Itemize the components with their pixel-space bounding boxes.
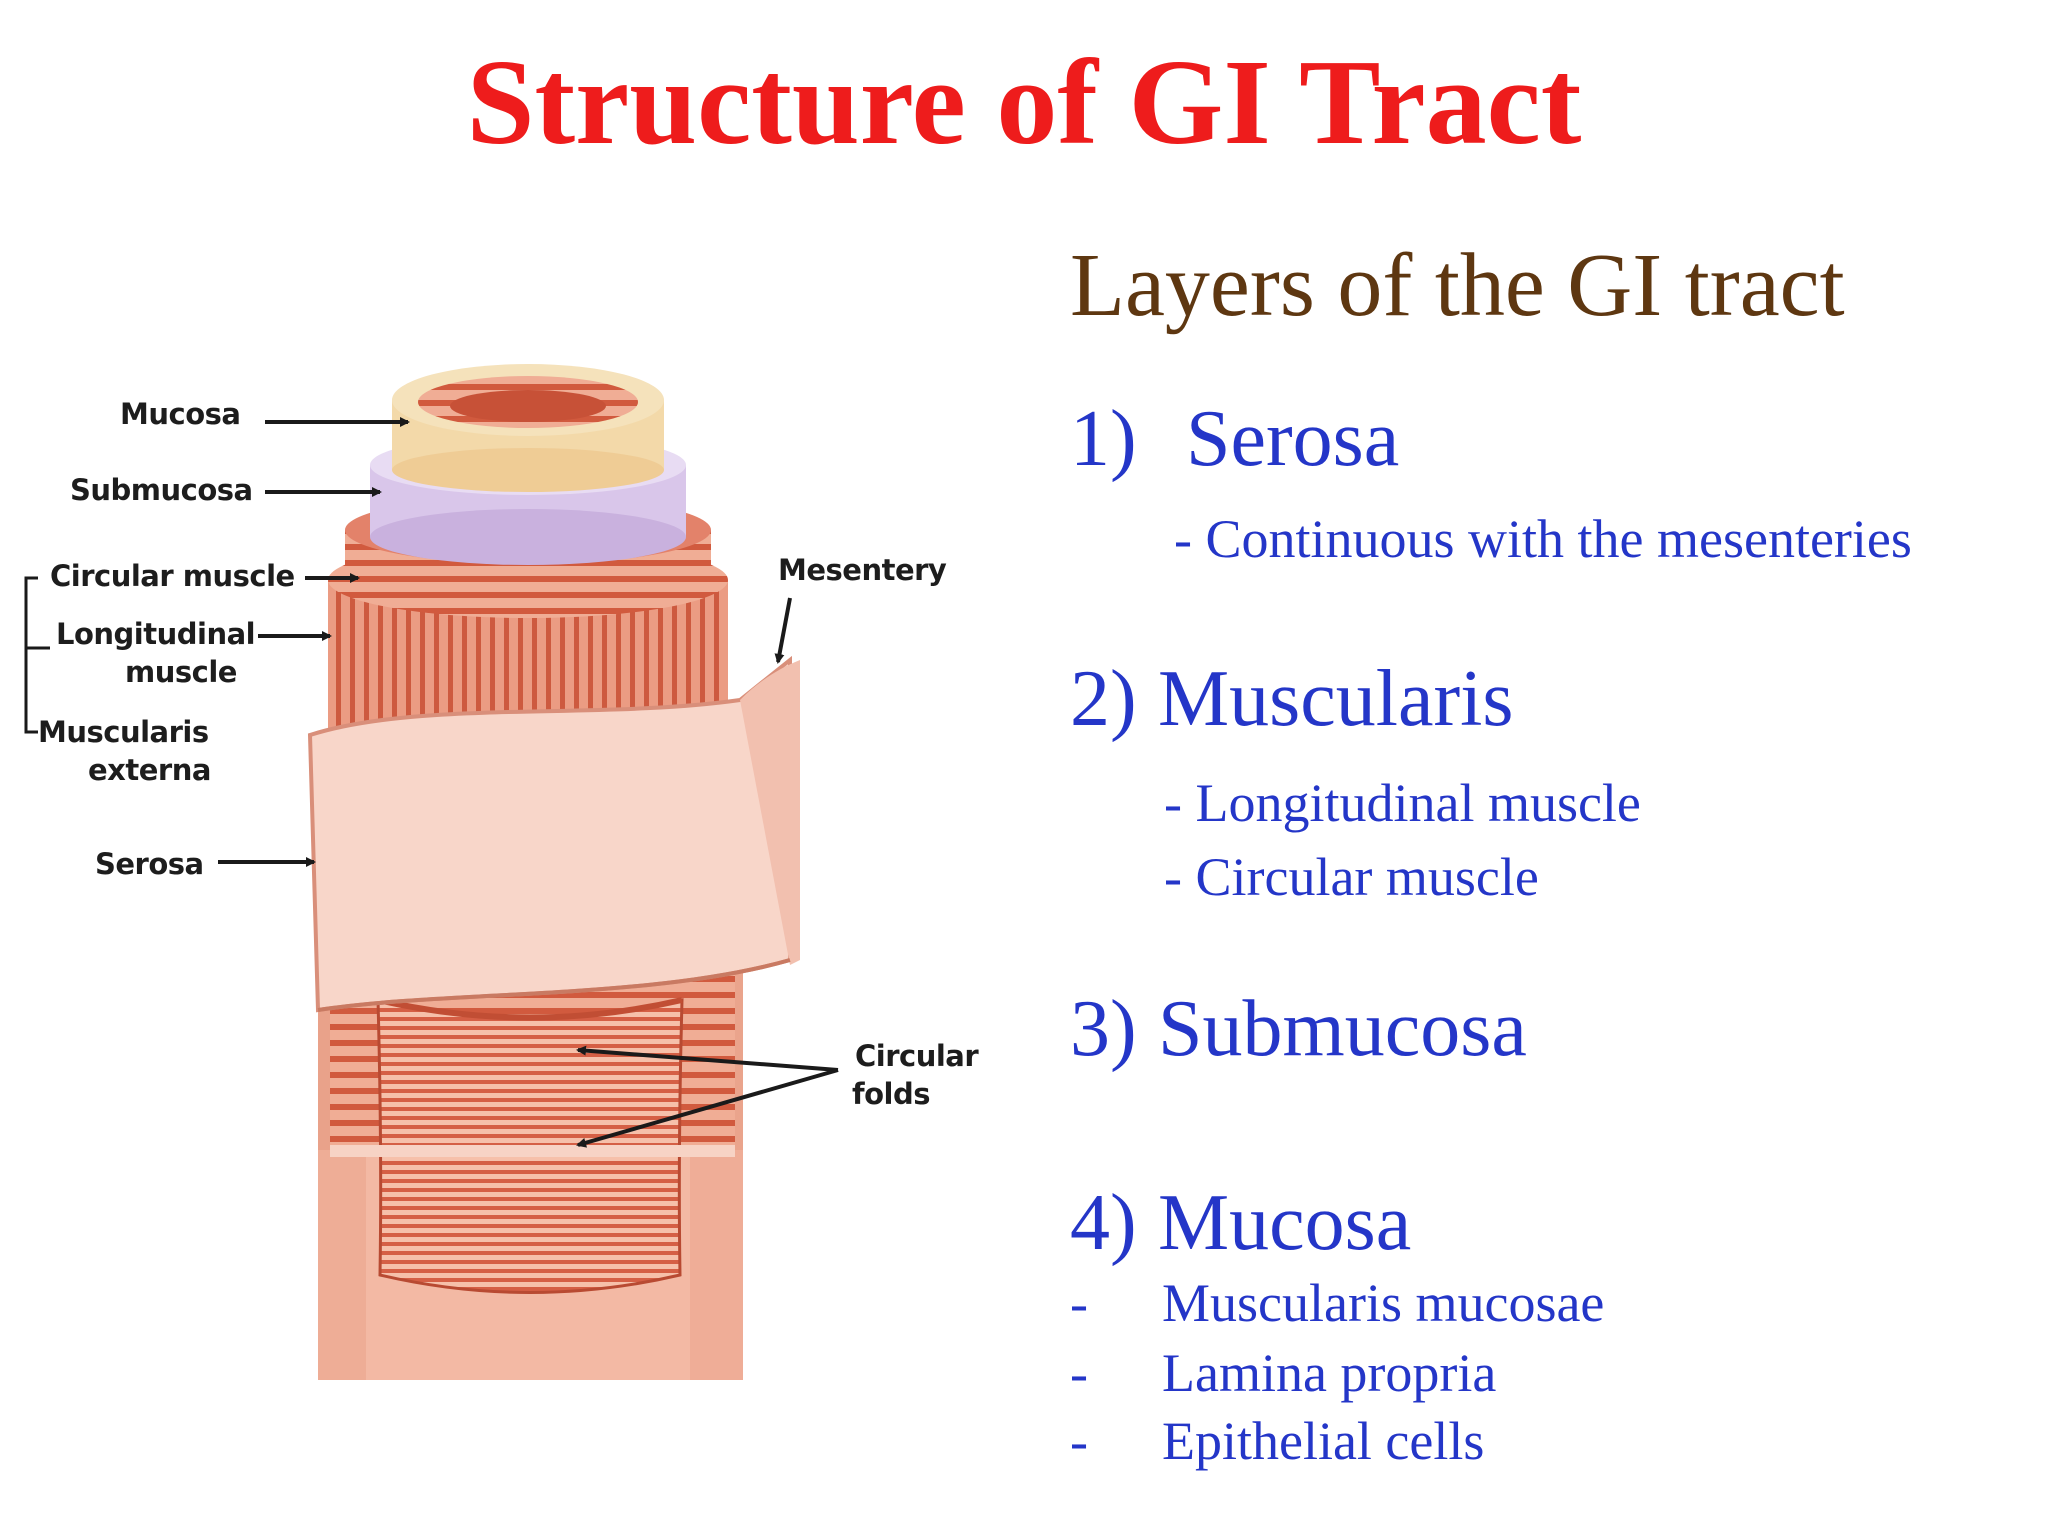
label-circular-folds-2: folds bbox=[852, 1077, 930, 1111]
slide-title: Structure of GI Tract bbox=[466, 35, 1582, 170]
muscularis-bracket bbox=[24, 576, 50, 734]
bullet-dash: - bbox=[1070, 1411, 1088, 1471]
layer-muscularis-number: 2) bbox=[1070, 655, 1137, 743]
serosa-wrap bbox=[307, 655, 800, 1013]
mucosa-item-label: Lamina propria bbox=[1162, 1343, 1497, 1403]
gi-tract-diagram: Mucosa Submucosa Circular muscle Longitu… bbox=[24, 364, 980, 1380]
layer-serosa-name: Serosa bbox=[1186, 395, 1400, 483]
layer-muscularis-name: Muscularis bbox=[1158, 655, 1514, 743]
layer-mucosa-number: 4) bbox=[1070, 1179, 1137, 1267]
layer-muscularis-detail-2: - Circular muscle bbox=[1164, 847, 1539, 907]
label-mesentery: Mesentery bbox=[778, 553, 947, 587]
layer-muscularis-detail-1: - Longitudinal muscle bbox=[1164, 773, 1641, 833]
label-circular-muscle: Circular muscle bbox=[50, 559, 295, 593]
label-muscularis-externa-2: externa bbox=[88, 753, 211, 787]
layers-panel: Layers of the GI tract 1) Serosa - Conti… bbox=[1070, 0, 2030, 1536]
label-muscularis-externa-1: Muscularis bbox=[38, 715, 209, 749]
label-mucosa: Mucosa bbox=[120, 397, 240, 431]
label-submucosa: Submucosa bbox=[70, 473, 253, 507]
layer-serosa-number: 1) bbox=[1070, 395, 1137, 483]
mucosa-item-2: - Lamina propria bbox=[1070, 1342, 2030, 1422]
mucosa-item-1: - Muscularis mucosae bbox=[1070, 1272, 2030, 1352]
layer-submucosa-name: Submucosa bbox=[1158, 985, 1527, 1073]
bullet-dash: - bbox=[1070, 1343, 1088, 1403]
layer-mucosa-name: Mucosa bbox=[1158, 1179, 1412, 1267]
mucosa-item-3: - Epithelial cells bbox=[1070, 1410, 2030, 1490]
mucosa-item-label: Muscularis mucosae bbox=[1162, 1273, 1605, 1333]
mucosa-layer bbox=[392, 364, 664, 492]
label-longitudinal-muscle-1: Longitudinal bbox=[56, 617, 255, 651]
label-longitudinal-muscle-2: muscle bbox=[125, 655, 237, 689]
label-serosa: Serosa bbox=[95, 847, 204, 881]
panel-heading: Layers of the GI tract bbox=[1070, 236, 1845, 335]
mucosa-item-label: Epithelial cells bbox=[1162, 1411, 1485, 1471]
diagram-labels: Mucosa Submucosa Circular muscle Longitu… bbox=[38, 397, 980, 1111]
bullet-dash: - bbox=[1070, 1273, 1088, 1333]
layer-submucosa-number: 3) bbox=[1070, 985, 1137, 1073]
layer-serosa-detail: - Continuous with the mesenteries bbox=[1174, 509, 1912, 569]
label-circular-folds-1: Circular bbox=[855, 1039, 979, 1073]
label-arrows bbox=[218, 417, 839, 1148]
